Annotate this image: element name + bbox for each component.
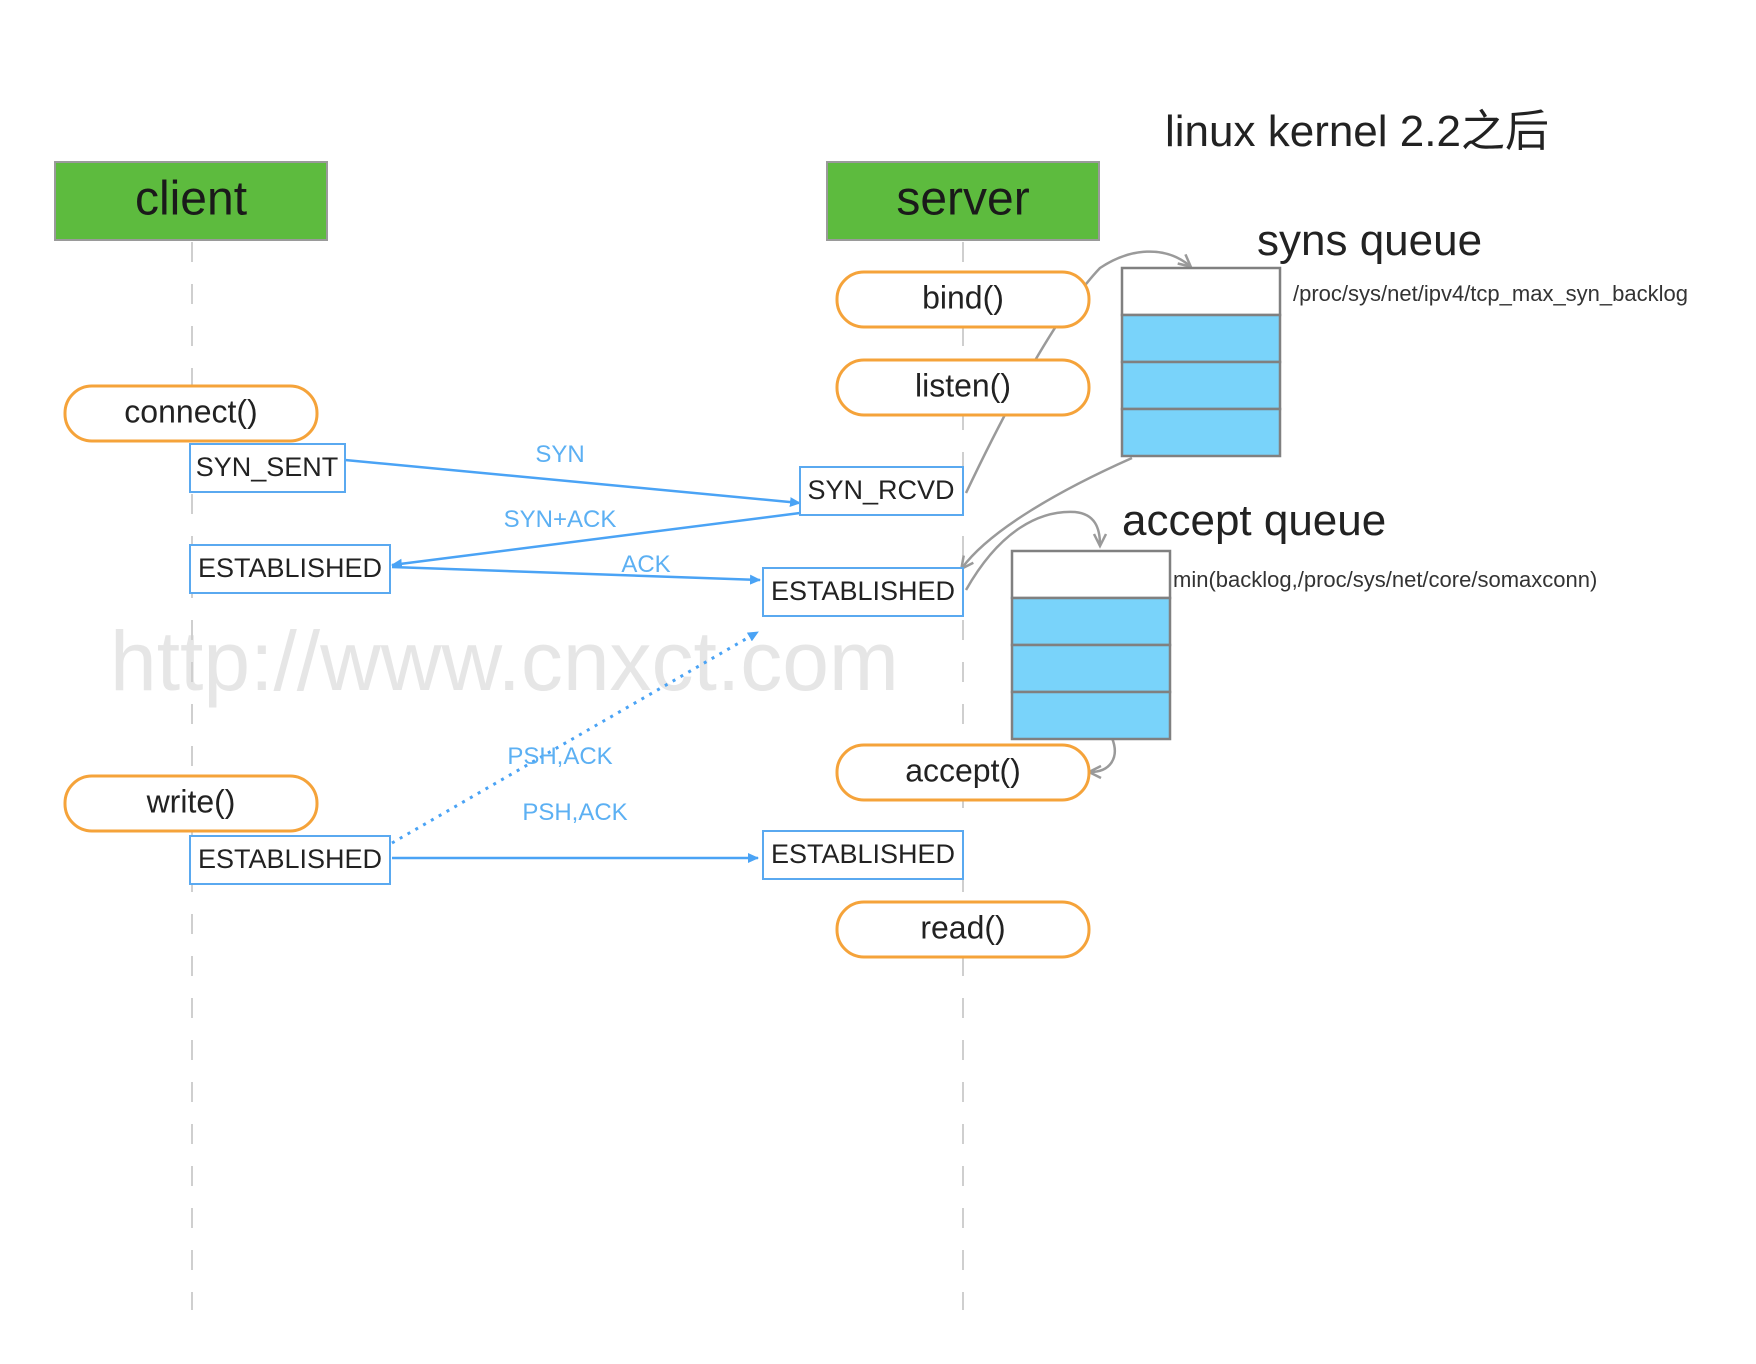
syns-queue-title: syns queue bbox=[1257, 216, 1482, 265]
client-syn-sent-state: SYN_SENT bbox=[189, 443, 346, 493]
server-established-label-1: ESTABLISHED bbox=[771, 576, 955, 606]
server-syn-rcvd-state: SYN_RCVD bbox=[799, 466, 964, 516]
client-established-label-2: ESTABLISHED bbox=[198, 844, 382, 874]
read-call-label: read() bbox=[920, 909, 1005, 945]
read-call: read() bbox=[835, 900, 1091, 959]
syns-queue-filled-slot bbox=[1120, 407, 1282, 458]
syn-ack-message-arrow bbox=[391, 511, 801, 569]
server-header-label: server bbox=[896, 173, 1029, 226]
ack-message-arrow bbox=[391, 565, 761, 585]
connect-call: connect() bbox=[63, 384, 319, 443]
server-established-state-2: ESTABLISHED bbox=[762, 830, 964, 880]
write-call: write() bbox=[63, 774, 319, 833]
connect-call-label: connect() bbox=[124, 393, 257, 429]
syns-queue bbox=[1120, 266, 1282, 458]
accept-queue-note: min(backlog,/proc/sys/net/core/somaxconn… bbox=[1173, 567, 1597, 592]
server-established-label-2: ESTABLISHED bbox=[771, 839, 955, 869]
bind-call-label: bind() bbox=[922, 279, 1004, 315]
accept-call: accept() bbox=[835, 743, 1091, 802]
server-header: server bbox=[826, 161, 1100, 241]
accept-queue bbox=[1010, 549, 1172, 741]
syn-message-arrow bbox=[344, 458, 801, 508]
client-established-label-1: ESTABLISHED bbox=[198, 553, 382, 583]
syns-queue-filled-slot bbox=[1120, 313, 1282, 364]
client-header-label: client bbox=[135, 173, 247, 226]
server-established-state-1: ESTABLISHED bbox=[762, 567, 964, 617]
syn-label: SYN bbox=[535, 441, 584, 468]
watermark-text: http://www.cnxct.com bbox=[110, 614, 899, 708]
syns-queue-note: /proc/sys/net/ipv4/tcp_max_syn_backlog bbox=[1293, 281, 1688, 306]
syns-queue-empty-slot bbox=[1120, 266, 1282, 317]
write-call-label: write() bbox=[146, 783, 236, 819]
accept-queue-filled-slot bbox=[1010, 596, 1172, 647]
listen-call: listen() bbox=[835, 358, 1091, 417]
ack-label: ACK bbox=[621, 551, 670, 578]
bind-call: bind() bbox=[835, 270, 1091, 329]
server-syn-rcvd-label: SYN_RCVD bbox=[807, 475, 954, 505]
client-established-state-2: ESTABLISHED bbox=[189, 835, 391, 885]
established-to-accept-queue-curve bbox=[964, 510, 1108, 591]
syns-queue-filled-slot bbox=[1120, 360, 1282, 411]
psh-ack-label: PSH,ACK bbox=[522, 799, 627, 826]
accept-queue-empty-slot bbox=[1010, 549, 1172, 600]
client-header: client bbox=[54, 161, 328, 241]
accept-queue-title: accept queue bbox=[1122, 496, 1386, 545]
kernel-version-note: linux kernel 2.2之后 bbox=[1165, 107, 1549, 156]
listen-call-label: listen() bbox=[915, 367, 1011, 403]
psh-ack-dotted-label: PSH,ACK bbox=[507, 743, 612, 770]
client-syn-sent-label: SYN_SENT bbox=[196, 452, 339, 482]
client-established-state-1: ESTABLISHED bbox=[189, 544, 391, 594]
syns-queue-to-established-curve bbox=[959, 456, 1133, 572]
accept-queue-filled-slot bbox=[1010, 643, 1172, 694]
accept-queue-to-accept-curve bbox=[1086, 737, 1116, 780]
accept-call-label: accept() bbox=[905, 752, 1021, 788]
syn-ack-label: SYN+ACK bbox=[504, 506, 617, 533]
accept-queue-filled-slot bbox=[1010, 690, 1172, 741]
psh-ack-dotted-arrow bbox=[391, 630, 759, 845]
